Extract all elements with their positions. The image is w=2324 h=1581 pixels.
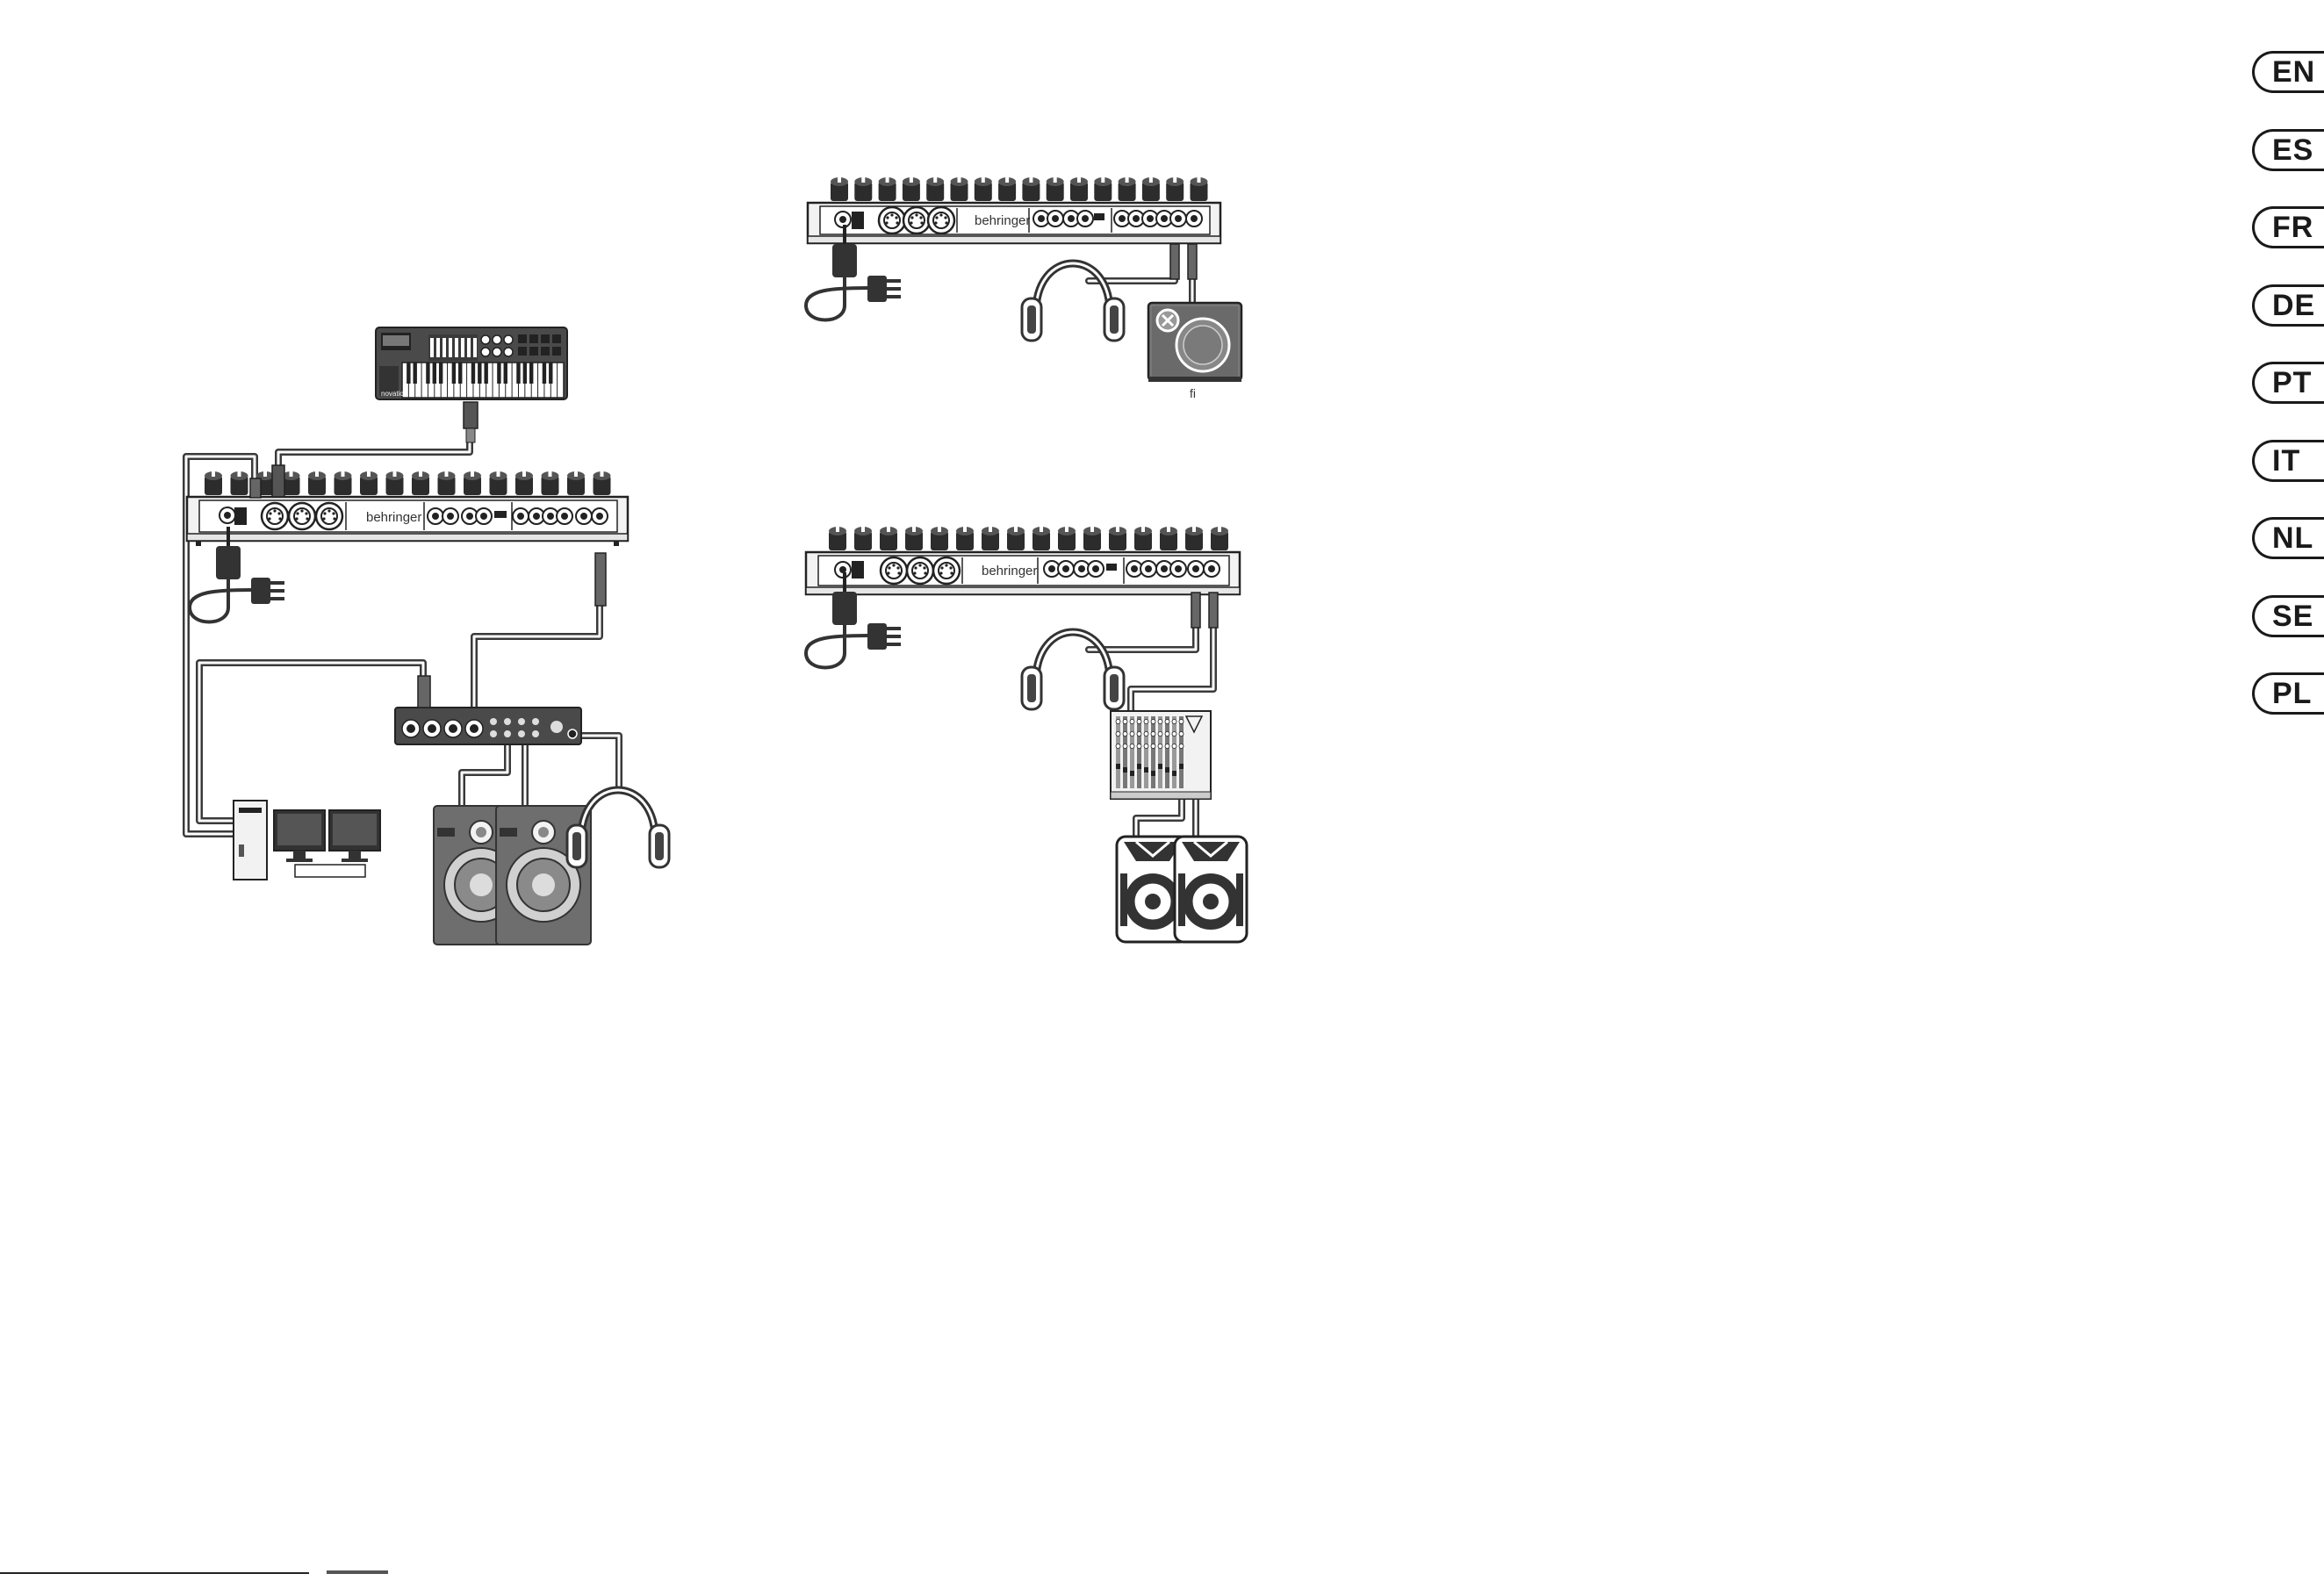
language-tab-label: NL xyxy=(2272,521,2313,556)
knob xyxy=(1007,527,1025,550)
knob xyxy=(567,471,585,495)
headphones xyxy=(567,790,669,867)
language-tab-es[interactable]: ES xyxy=(2252,129,2324,171)
controller-brand-label: novation xyxy=(381,390,407,398)
knob xyxy=(1211,527,1228,550)
mixer xyxy=(1111,711,1211,799)
language-tab-label: IT xyxy=(2272,444,2300,478)
knob xyxy=(386,471,404,495)
midi-controller-keyboard: novation xyxy=(376,327,567,399)
language-tab-en[interactable]: EN xyxy=(2252,51,2324,93)
knob xyxy=(1109,527,1126,550)
knob xyxy=(1142,177,1160,201)
language-tab-label: ES xyxy=(2272,133,2313,168)
computer-workstation xyxy=(234,801,380,880)
knob xyxy=(982,527,999,550)
knob xyxy=(831,177,848,201)
pa-speaker-right xyxy=(1175,837,1247,942)
knob xyxy=(1119,177,1136,201)
knob xyxy=(1032,527,1050,550)
knob xyxy=(879,177,896,201)
headphones-top-right xyxy=(1022,263,1124,341)
knob xyxy=(412,471,429,495)
knob xyxy=(490,471,507,495)
guitar-amp xyxy=(1148,303,1241,382)
knob xyxy=(335,471,352,495)
knob xyxy=(231,471,248,495)
knob xyxy=(854,177,872,201)
cropped-footer-fragment xyxy=(0,1570,388,1574)
knob xyxy=(594,471,611,495)
knob xyxy=(905,527,923,550)
knob xyxy=(464,471,481,495)
knob xyxy=(1070,177,1088,201)
knob xyxy=(542,471,559,495)
knob xyxy=(956,527,974,550)
language-tab-label: PL xyxy=(2272,677,2312,711)
knob xyxy=(1134,527,1152,550)
language-tab-it[interactable]: IT xyxy=(2252,440,2324,482)
knob xyxy=(438,471,456,495)
audio-interface xyxy=(395,708,581,744)
language-tab-label: PT xyxy=(2272,366,2312,400)
language-tab-label: FR xyxy=(2272,211,2313,245)
language-tab-se[interactable]: SE xyxy=(2252,595,2324,637)
language-tab-pl[interactable]: PL xyxy=(2252,672,2324,715)
top-right-setup-diagram: behringer fi xyxy=(806,177,1241,400)
knob xyxy=(880,527,897,550)
knob xyxy=(1094,177,1112,201)
knob xyxy=(854,527,872,550)
synth-brand-label: behringer xyxy=(975,213,1030,228)
knob xyxy=(1166,177,1184,201)
headphones-bottom-right xyxy=(1022,632,1124,709)
language-tab-label: SE xyxy=(2272,600,2313,634)
knob xyxy=(1047,177,1064,201)
language-tab-fr[interactable]: FR xyxy=(2252,206,2324,248)
knob xyxy=(1058,527,1076,550)
synth-top-right: behringer xyxy=(808,177,1220,243)
knob xyxy=(1160,527,1177,550)
knob xyxy=(951,177,968,201)
language-tab-label: DE xyxy=(2272,289,2315,323)
knob xyxy=(360,471,378,495)
amp-caption: fi xyxy=(1190,386,1196,400)
language-tab-pt[interactable]: PT xyxy=(2252,362,2324,404)
main-setup-diagram: novation behringer xyxy=(186,327,669,945)
bottom-right-setup-diagram: behringer xyxy=(806,527,1247,942)
synth-brand-label: behringer xyxy=(366,510,421,525)
language-tab-de[interactable]: DE xyxy=(2252,284,2324,327)
knob xyxy=(998,177,1016,201)
knob xyxy=(1185,527,1203,550)
knob xyxy=(931,527,948,550)
knob xyxy=(903,177,920,201)
knob xyxy=(1083,527,1101,550)
knob xyxy=(1191,177,1208,201)
language-tab-label: EN xyxy=(2272,55,2315,90)
knob xyxy=(829,527,846,550)
knob xyxy=(205,471,222,495)
knob xyxy=(975,177,992,201)
language-tab-nl[interactable]: NL xyxy=(2252,517,2324,559)
synth-bottom-right: behringer xyxy=(806,527,1240,594)
knob xyxy=(515,471,533,495)
synth-brand-label: behringer xyxy=(982,564,1037,579)
knob xyxy=(1022,177,1040,201)
knob xyxy=(308,471,326,495)
knob xyxy=(926,177,944,201)
